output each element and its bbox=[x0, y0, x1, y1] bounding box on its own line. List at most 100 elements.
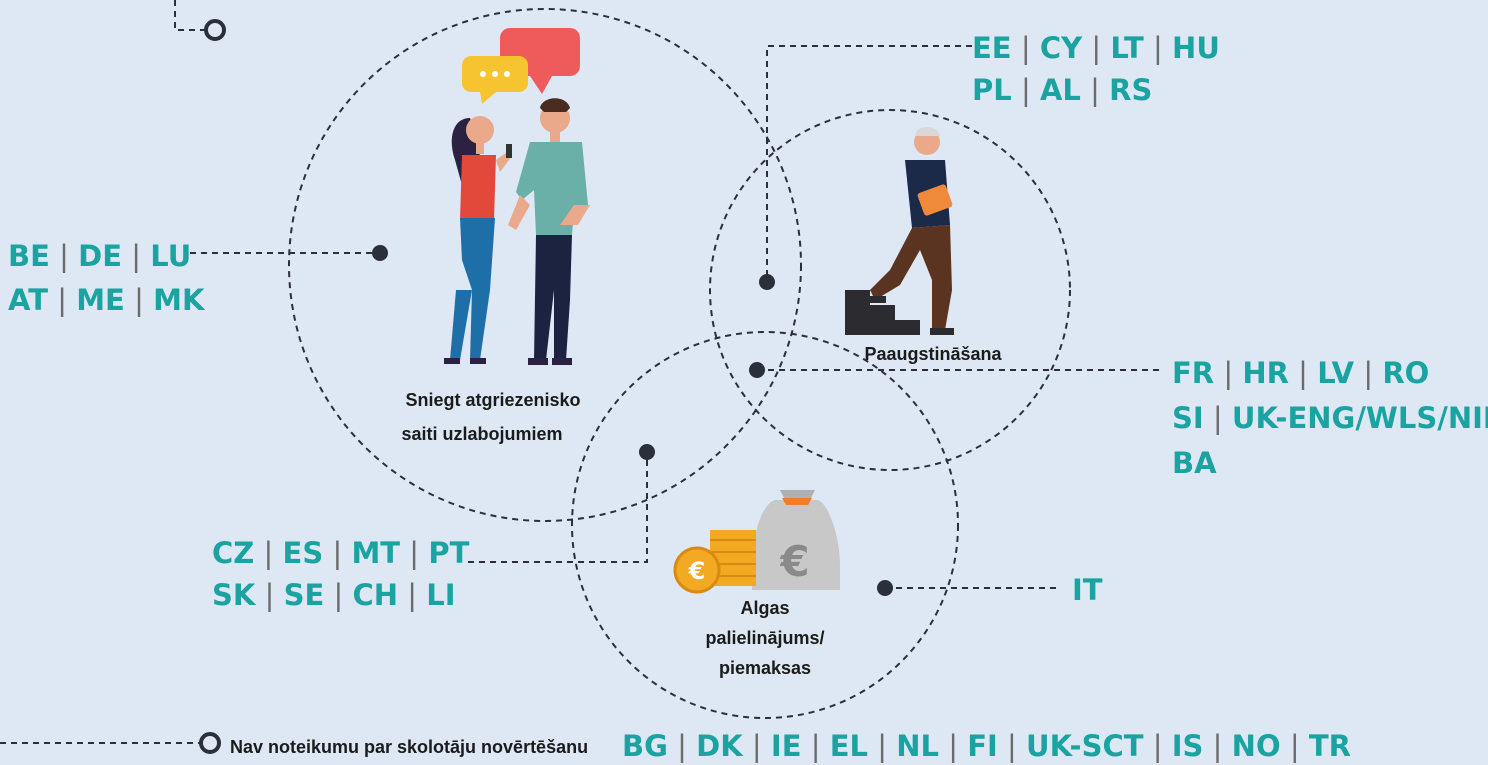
salary-label-line1: Algas bbox=[740, 598, 789, 618]
separator: | bbox=[1203, 729, 1231, 763]
no-rules-label: Nav noteikumu par skolotāju novērtēšanu bbox=[230, 737, 588, 757]
separator: | bbox=[48, 283, 76, 317]
separator: | bbox=[255, 578, 283, 612]
country-code: CZ bbox=[212, 536, 254, 570]
separator: | bbox=[122, 239, 150, 273]
country-code: RO bbox=[1382, 356, 1429, 390]
salary-label-line3: piemaksas bbox=[719, 658, 811, 678]
be-group-row2: AT | ME | MK bbox=[8, 283, 206, 317]
none-group-row1: BG | DK | IE | EL | NL | FI | UK-SCT | I… bbox=[622, 729, 1351, 763]
country-code: HR bbox=[1242, 356, 1289, 390]
country-code: LU bbox=[150, 239, 191, 273]
climbing-man-icon bbox=[845, 127, 954, 335]
country-code: BE bbox=[8, 239, 50, 273]
cz-group-row1: CZ | ES | MT | PT bbox=[212, 536, 470, 570]
salary-circle bbox=[571, 331, 959, 719]
promotion-circle bbox=[709, 109, 1071, 471]
svg-text:€: € bbox=[779, 537, 809, 586]
separator: | bbox=[398, 578, 426, 612]
man-figure-icon bbox=[508, 98, 590, 365]
separator: | bbox=[998, 729, 1026, 763]
separator: | bbox=[802, 729, 830, 763]
country-code: EL bbox=[830, 729, 868, 763]
country-code: SI bbox=[1172, 401, 1204, 435]
country-code: NO bbox=[1232, 729, 1281, 763]
country-code: PT bbox=[428, 536, 469, 570]
separator: | bbox=[868, 729, 896, 763]
country-code: PL bbox=[972, 73, 1012, 107]
separator: | bbox=[668, 729, 696, 763]
cz-dot bbox=[639, 444, 655, 460]
it-group: IT bbox=[1072, 573, 1103, 607]
be-dot bbox=[372, 245, 388, 261]
separator: | bbox=[125, 283, 153, 317]
separator: | bbox=[1289, 356, 1317, 390]
country-code: SK bbox=[212, 578, 257, 612]
separator: | bbox=[1081, 73, 1109, 107]
separator: | bbox=[1281, 729, 1309, 763]
separator: | bbox=[743, 729, 771, 763]
country-code: LI bbox=[426, 578, 455, 612]
country-code: LV bbox=[1317, 356, 1354, 390]
be-group: BE | DE | LU AT | ME | MK bbox=[8, 239, 206, 317]
cz-group: CZ | ES | MT | PT SK | SE | CH | LI bbox=[212, 536, 470, 612]
country-code: IT bbox=[1072, 573, 1103, 607]
country-code: UK-ENG/WLS/NIR bbox=[1232, 401, 1488, 435]
separator: | bbox=[1354, 356, 1382, 390]
country-code: UK-SCT bbox=[1026, 729, 1144, 763]
country-code: SE bbox=[284, 578, 325, 612]
salary-label-line2: palielinājums/ bbox=[705, 628, 824, 648]
ee-dot bbox=[759, 274, 775, 290]
separator: | bbox=[1082, 31, 1110, 65]
country-code: CH bbox=[353, 578, 399, 612]
country-code: FI bbox=[967, 729, 998, 763]
separator: | bbox=[1144, 729, 1172, 763]
ee-group: EE | CY | LT | HU PL | AL | RS bbox=[972, 31, 1220, 107]
country-code: FR bbox=[1172, 356, 1214, 390]
country-code: ES bbox=[283, 536, 324, 570]
country-code: BA bbox=[1172, 446, 1217, 480]
country-code: HU bbox=[1172, 31, 1220, 65]
top-connector bbox=[174, 0, 205, 31]
svg-text:€: € bbox=[688, 557, 706, 585]
feedback-label-line1: Sniegt atgriezenisko bbox=[405, 390, 580, 410]
country-code: AL bbox=[1040, 73, 1081, 107]
fr-group-row3: BA bbox=[1172, 446, 1217, 480]
country-code: DK bbox=[696, 729, 744, 763]
separator: | bbox=[1214, 356, 1242, 390]
promotion-label: Paaugstināšana bbox=[864, 344, 1002, 364]
country-code: LT bbox=[1110, 31, 1144, 65]
separator: | bbox=[1204, 401, 1232, 435]
feedback-label-line2: saiti uzlabojumiem bbox=[401, 424, 562, 444]
money-icon: € € bbox=[673, 490, 840, 594]
bottom-connector-ring bbox=[199, 732, 221, 754]
speech-bubbles-icon bbox=[462, 28, 580, 104]
separator: | bbox=[400, 536, 428, 570]
ee-group-row1: EE | CY | LT | HU bbox=[972, 31, 1220, 65]
separator: | bbox=[1012, 73, 1040, 107]
top-connector-ring bbox=[204, 19, 226, 41]
country-code: RS bbox=[1109, 73, 1152, 107]
ee-group-row2: PL | AL | RS bbox=[972, 73, 1152, 107]
country-code: ME bbox=[76, 283, 125, 317]
country-code: NL bbox=[896, 729, 939, 763]
country-code: AT bbox=[8, 283, 48, 317]
country-code: BG bbox=[622, 729, 668, 763]
separator: | bbox=[324, 578, 352, 612]
fr-group-row1: FR | HR | LV | RO bbox=[1172, 356, 1429, 390]
separator: | bbox=[1144, 31, 1172, 65]
woman-figure-icon bbox=[444, 116, 512, 364]
country-code: DE bbox=[78, 239, 122, 273]
ee-connector bbox=[766, 45, 972, 280]
it-dot bbox=[877, 580, 893, 596]
country-code: IE bbox=[771, 729, 802, 763]
separator: | bbox=[939, 729, 967, 763]
country-code: EE bbox=[972, 31, 1012, 65]
feedback-circle bbox=[288, 8, 802, 522]
country-code: CY bbox=[1040, 31, 1083, 65]
separator: | bbox=[323, 536, 351, 570]
be-group-row1: BE | DE | LU bbox=[8, 239, 191, 273]
it-group-row1: IT bbox=[1072, 573, 1103, 607]
separator: | bbox=[1012, 31, 1040, 65]
